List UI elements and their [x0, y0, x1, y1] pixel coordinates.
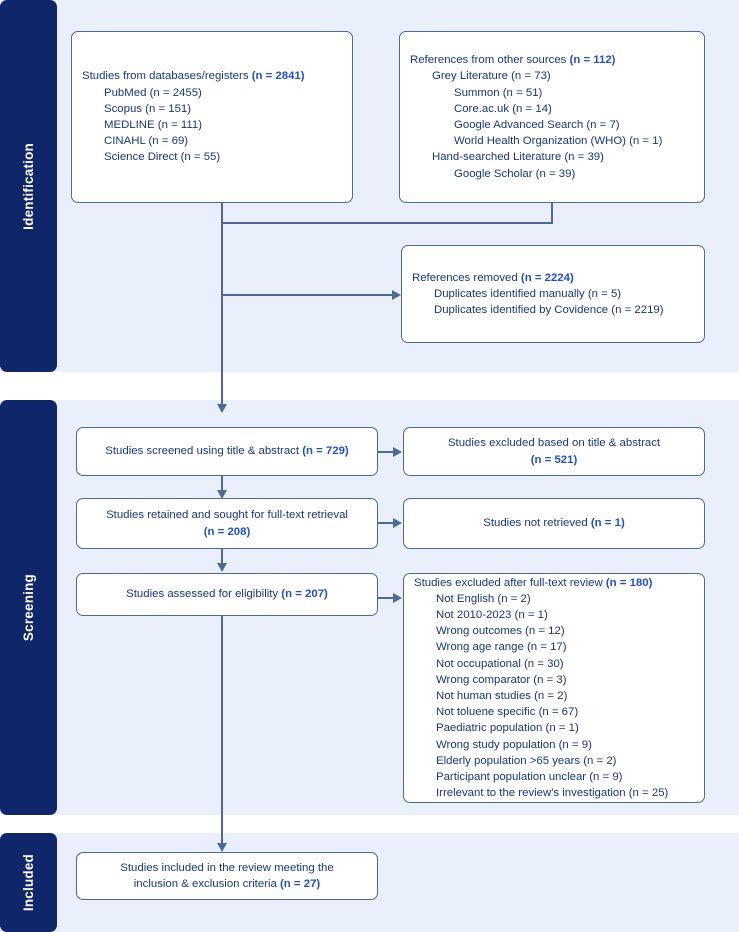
included-text: Studies included in the review meeting t…: [120, 860, 333, 892]
other-sources-header: References from other sources (n = 112): [410, 52, 694, 68]
references-removed-item: Duplicates identified by Covidence (n = …: [434, 304, 664, 317]
box-references-removed: References removed (n = 2224) Duplicates…: [401, 245, 705, 343]
eligibility-label: Studies assessed for eligibility: [126, 588, 282, 601]
box-references-other-sources: References from other sources (n = 112) …: [399, 31, 705, 203]
connector-retained-to-eligibility: [221, 549, 223, 567]
connector-merge-horizontal: [221, 222, 553, 224]
excluded-fulltext-header-text: Studies excluded after full-text review: [414, 576, 606, 589]
databases-item: MEDLINE (n = 111): [104, 119, 203, 131]
retained-text: Studies retained and sought for full-tex…: [106, 507, 348, 539]
references-removed-header-count: (n = 2224): [520, 271, 574, 284]
arrow-to-excluded-fulltext: [393, 593, 402, 603]
stage-label-screening: Screening: [21, 573, 36, 642]
other-sources-item: World Health Organization (WHO) (n = 1): [454, 135, 663, 148]
connector-to-references-removed: [221, 294, 393, 296]
stage-tab-included: Included: [0, 833, 57, 932]
connector-to-excluded-fulltext: [378, 597, 394, 599]
connector-eligibility-to-included: [221, 616, 223, 845]
included-count: (n = 27): [280, 878, 321, 890]
included-label-line2: inclusion & exclusion criteria: [133, 878, 281, 890]
excluded-fulltext-item: Not human studies (n = 2): [436, 690, 568, 702]
not-retrieved-label: Studies not retrieved: [483, 517, 591, 530]
excluded-fulltext-item: Wrong comparator (n = 3): [436, 673, 567, 686]
retained-count: (n = 208): [203, 525, 251, 538]
box-studies-from-databases: Studies from databases/registers (n = 28…: [71, 31, 353, 203]
databases-header-text: Studies from databases/registers: [82, 70, 252, 83]
not-retrieved-text: Studies not retrieved (n = 1): [483, 515, 625, 531]
screened-count: (n = 729): [302, 445, 349, 458]
arrow-to-retained: [216, 490, 227, 499]
box-excluded-title-abstract: Studies excluded based on title & abstra…: [403, 427, 705, 476]
arrow-to-not-retrieved: [393, 518, 402, 528]
databases-item: CINAHL (n = 69): [104, 135, 189, 148]
retained-label: Studies retained and sought for full-tex…: [106, 509, 348, 522]
eligibility-text: Studies assessed for eligibility (n = 20…: [126, 586, 328, 602]
connector-screened-to-retained: [221, 476, 223, 494]
connector-to-not-retrieved: [378, 522, 394, 524]
excluded-fulltext-item: Participant population unclear (n = 9): [436, 770, 623, 783]
box-studies-retained: Studies retained and sought for full-tex…: [76, 498, 378, 549]
other-sources-item: Core.ac.uk (n = 14): [454, 102, 552, 115]
excluded-fulltext-header-count: (n = 180): [605, 576, 653, 589]
screened-label: Studies screened using title & abstract: [105, 445, 303, 458]
other-sources-item: Google Advanced Search (n = 7): [454, 119, 620, 131]
box-studies-assessed-eligibility: Studies assessed for eligibility (n = 20…: [76, 573, 378, 616]
arrow-to-eligibility: [216, 563, 227, 572]
arrow-to-included: [216, 843, 227, 852]
excluded-title-abstract-label: Studies excluded based on title & abstra…: [447, 437, 661, 450]
other-sources-header-text: References from other sources: [410, 54, 570, 67]
excluded-fulltext-item: Wrong age range (n = 17): [436, 641, 567, 654]
databases-header-count: (n = 2841): [251, 70, 305, 83]
other-sources-item: Hand-searched Literature (n = 39): [432, 151, 604, 164]
other-sources-item: Google Scholar (n = 39): [454, 167, 576, 180]
excluded-fulltext-item: Not occupational (n = 30): [436, 657, 564, 670]
box-studies-not-retrieved: Studies not retrieved (n = 1): [403, 498, 705, 549]
connector-databases-down: [221, 202, 223, 224]
stage-tab-identification: Identification: [0, 0, 57, 372]
excluded-fulltext-item: Irrelevant to the review's investigation…: [436, 787, 669, 800]
arrow-to-screened: [216, 404, 227, 413]
not-retrieved-count: (n = 1): [590, 517, 625, 530]
excluded-fulltext-item: Paediatric population (n = 1): [436, 722, 579, 735]
references-removed-header: References removed (n = 2224): [412, 270, 694, 286]
references-removed-item: Duplicates identified manually (n = 5): [434, 287, 622, 300]
excluded-fulltext-item: Not toluene specific (n = 67): [436, 706, 579, 719]
stage-label-included: Included: [21, 853, 36, 912]
excluded-title-abstract-count: (n = 521): [530, 453, 578, 466]
connector-other-sources-down: [551, 202, 553, 224]
databases-header: Studies from databases/registers (n = 28…: [82, 68, 342, 84]
included-label-line1: Studies included in the review meeting t…: [120, 861, 334, 874]
box-studies-included: Studies included in the review meeting t…: [76, 852, 378, 900]
box-excluded-after-fulltext: Studies excluded after full-text review …: [403, 573, 705, 803]
excluded-fulltext-item: Not 2010-2023 (n = 1): [436, 609, 548, 622]
excluded-fulltext-item: Wrong outcomes (n = 12): [436, 625, 565, 638]
excluded-title-abstract-text: Studies excluded based on title & abstra…: [448, 435, 660, 467]
excluded-fulltext-item: Not English (n = 2): [436, 592, 531, 605]
databases-item: PubMed (n = 2455): [104, 86, 202, 99]
excluded-fulltext-header: Studies excluded after full-text review …: [414, 575, 694, 591]
connector-to-excluded-title-abstract: [378, 451, 394, 453]
eligibility-count: (n = 207): [281, 588, 328, 601]
references-removed-header-text: References removed: [412, 271, 521, 284]
screened-text: Studies screened using title & abstract …: [105, 443, 348, 459]
databases-item: Scopus (n = 151): [104, 102, 192, 115]
connector-trunk-identification: [221, 222, 223, 404]
stage-tab-screening: Screening: [0, 400, 57, 815]
excluded-fulltext-item: Elderly population >65 years (n = 2): [436, 754, 617, 767]
other-sources-header-count: (n = 112): [569, 54, 616, 67]
arrow-to-references-removed: [392, 290, 401, 300]
stage-label-identification: Identification: [21, 142, 36, 230]
arrow-to-excluded-title-abstract: [393, 447, 402, 457]
excluded-fulltext-item: Wrong study population (n = 9): [436, 738, 592, 751]
other-sources-item: Summon (n = 51): [454, 86, 543, 99]
box-studies-screened: Studies screened using title & abstract …: [76, 427, 378, 476]
other-sources-item: Grey Literature (n = 73): [432, 70, 551, 83]
databases-item: Science Direct (n = 55): [104, 151, 221, 164]
